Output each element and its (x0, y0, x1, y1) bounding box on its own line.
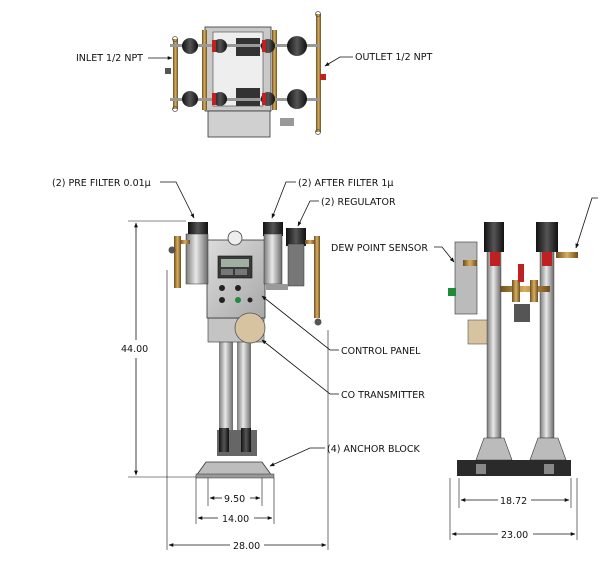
dew-point-sensor-callout: DEW POINT SENSOR (331, 243, 455, 263)
anchor-spacing-dim-label: 9.50 (224, 494, 245, 505)
side-view (448, 222, 578, 476)
base-inner-dimension: 14.00 (195, 478, 275, 525)
control-panel-callout: CONTROL PANEL (261, 295, 421, 357)
anchor-block-label: (4) ANCHOR BLOCK (327, 444, 421, 455)
front-view (168, 222, 322, 479)
inlet-label: INLET 1/2 NPT (76, 53, 143, 64)
inlet-callout: INLET 1/2 NPT (76, 53, 173, 64)
overall-width-dimension: 28.00 (166, 270, 329, 552)
overall-width-dim-label: 28.00 (233, 541, 260, 552)
side-overall-dim-label: 23.00 (501, 530, 528, 541)
outlet-callout: OUTLET 1/2 NPT (324, 52, 432, 67)
height-dim-label: 44.00 (121, 344, 148, 355)
pre-filter-callout: (2) PRE FILTER 0.01μ (52, 178, 195, 219)
anchor-block-callout: (4) ANCHOR BLOCK (269, 444, 421, 467)
anchor-spacing-dimension: 9.50 (207, 478, 263, 506)
co-transmitter-callout: CO TRANSMITTER (261, 339, 425, 401)
after-filter-label: (2) AFTER FILTER 1μ (298, 178, 393, 189)
height-dimension: 44.00 (121, 220, 196, 478)
outlet-label: OUTLET 1/2 NPT (355, 52, 432, 63)
side-inner-dimension: 18.72 (458, 478, 572, 508)
side-top-callout (575, 197, 598, 249)
base-inner-dim-label: 14.00 (222, 514, 249, 525)
pre-filter-label: (2) PRE FILTER 0.01μ (52, 178, 151, 189)
regulator-callout: (2) REGULATOR (297, 197, 396, 227)
dew-point-sensor-label: DEW POINT SENSOR (331, 243, 428, 254)
side-inner-dim-label: 18.72 (500, 496, 527, 507)
co-transmitter-label: CO TRANSMITTER (341, 390, 425, 401)
top-view (165, 11, 326, 138)
after-filter-callout: (2) AFTER FILTER 1μ (271, 178, 393, 219)
control-panel-label: CONTROL PANEL (341, 346, 421, 357)
side-overall-dimension: 23.00 (449, 478, 578, 541)
regulator-label: (2) REGULATOR (321, 197, 396, 208)
